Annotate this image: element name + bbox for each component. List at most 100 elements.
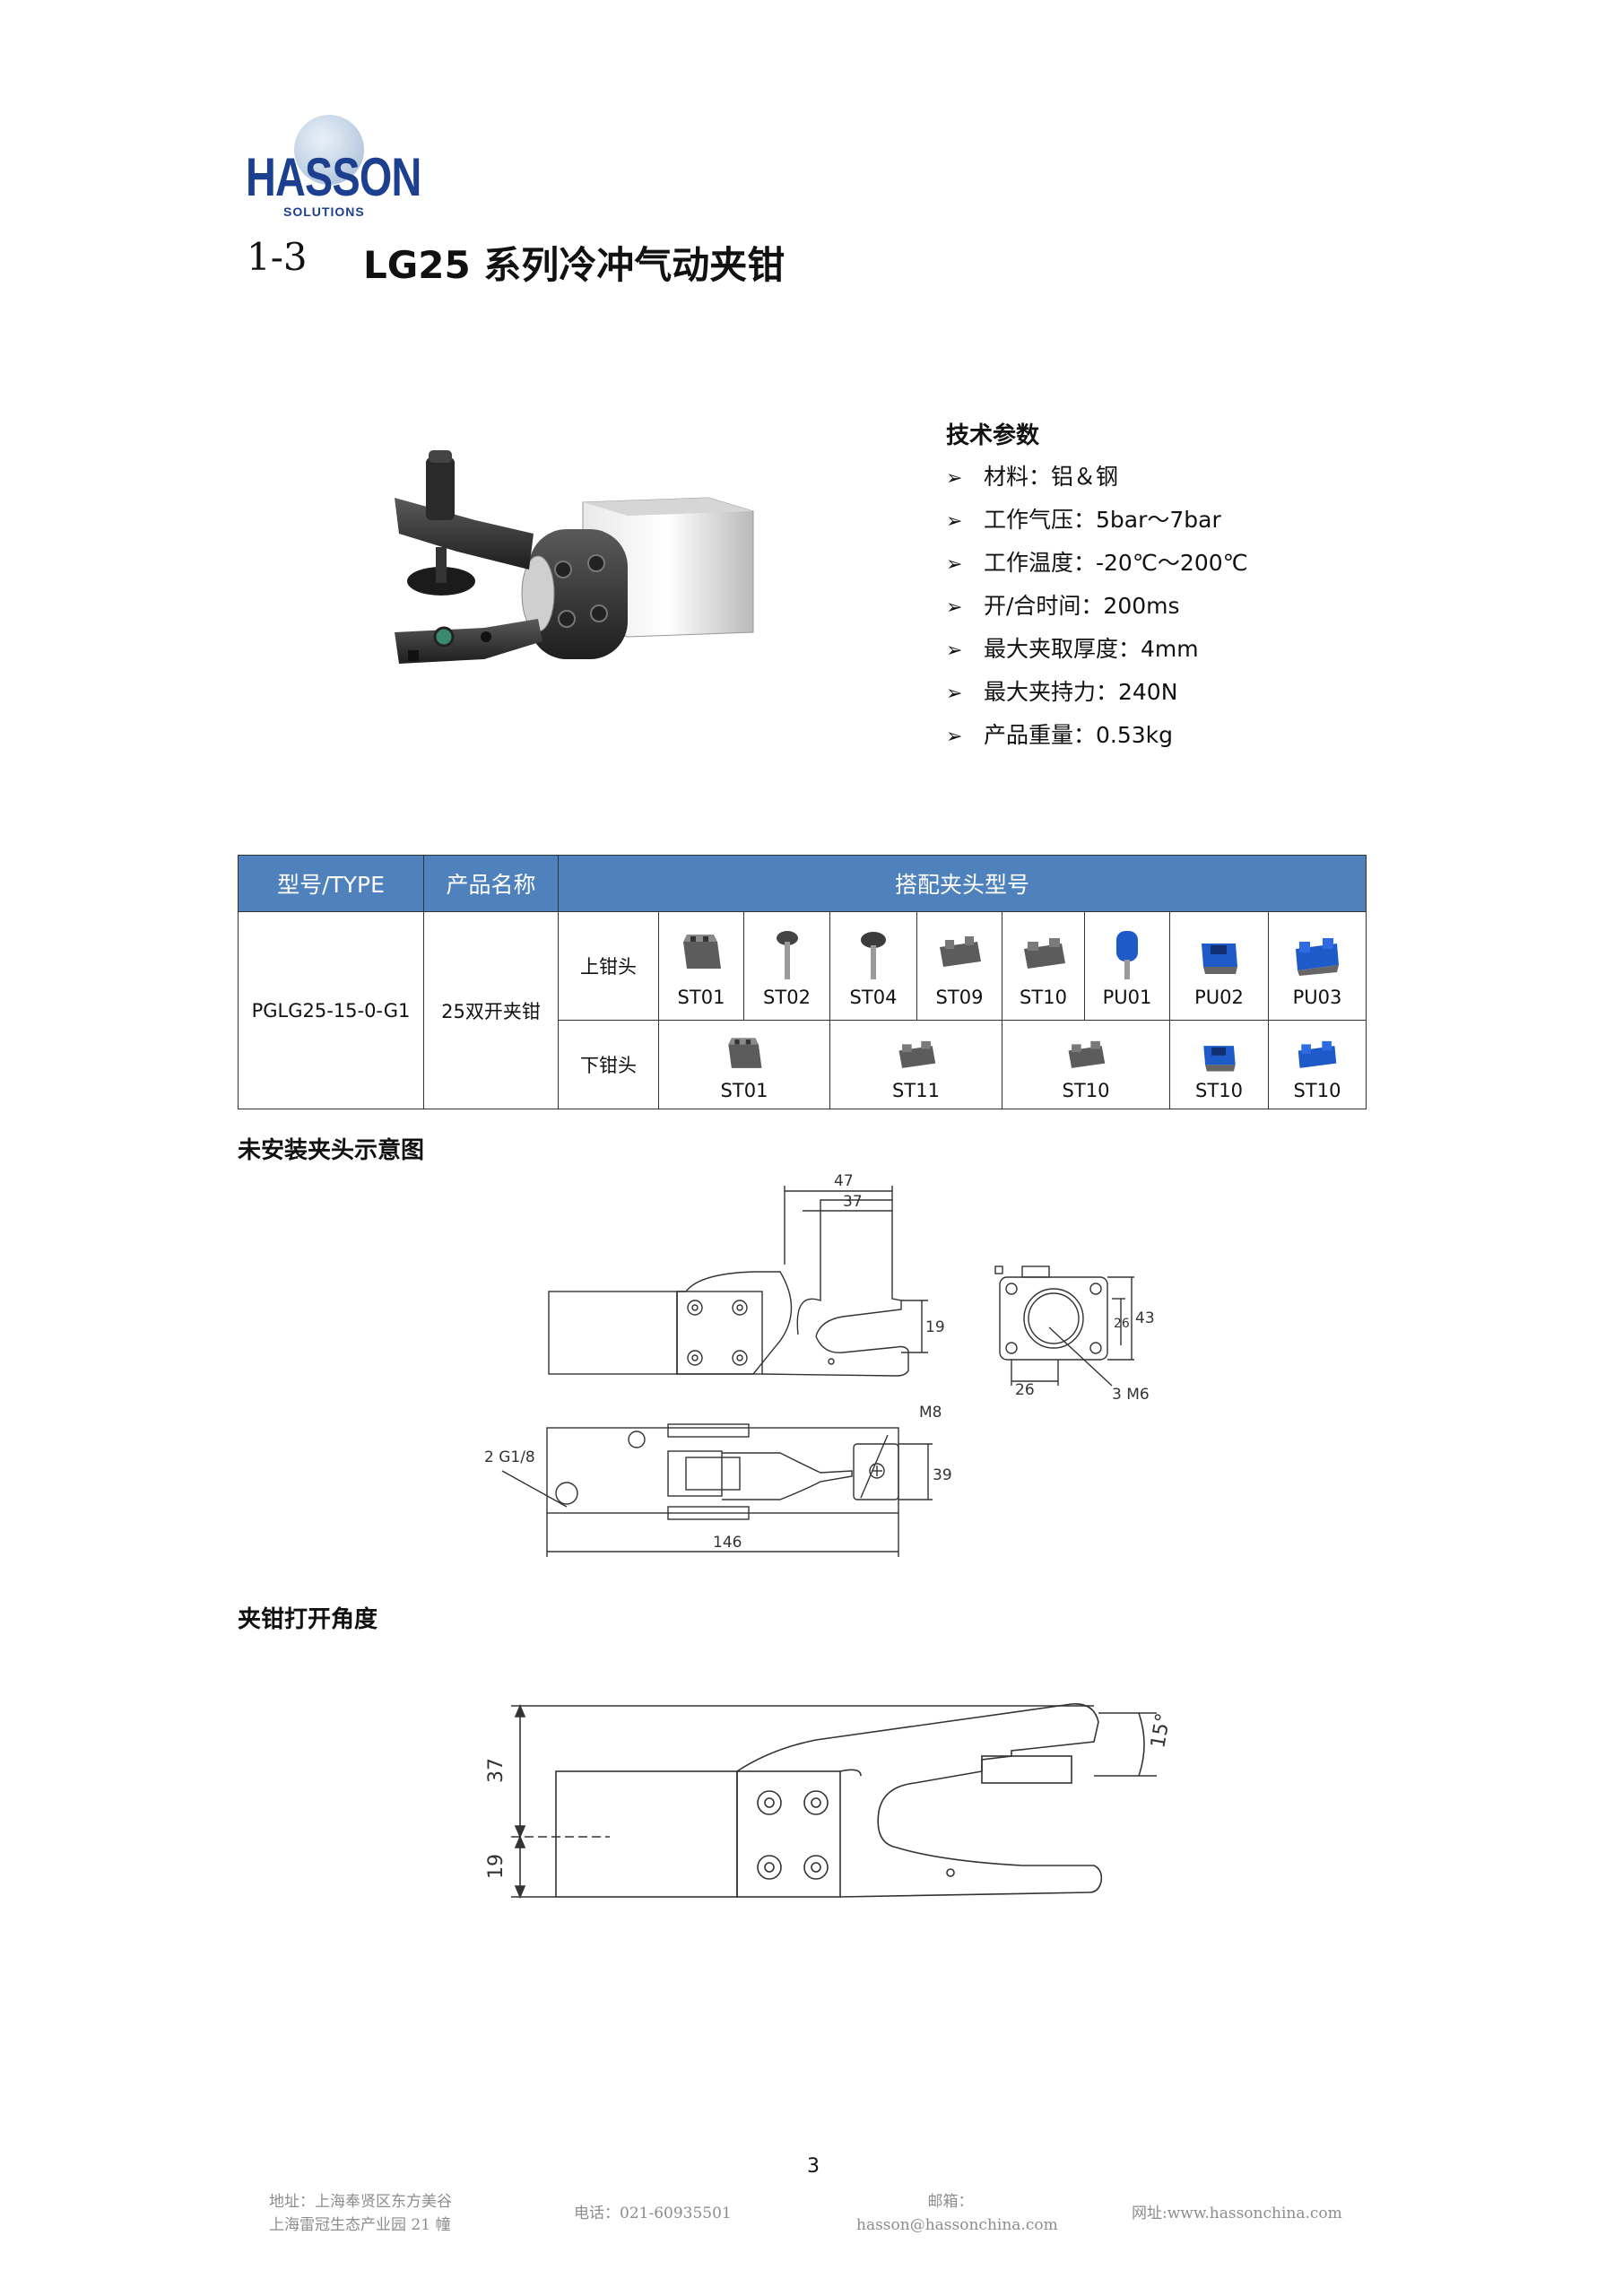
footer-phone: 电话：021-60935501 [574,2205,732,2222]
spec-text: 最大夹持力：240N [984,679,1178,705]
jaw-cell: ST04 [829,911,917,1021]
jaw-st10-blue-icon [1202,1046,1236,1072]
arrow-bullet-icon: ➢ [946,726,963,748]
section-number: 1-3 [247,235,308,279]
jaw-cell: ST10 [1169,1020,1269,1109]
spec-text: 产品重量：0.53kg [984,722,1174,748]
section-title: 未安装夹头示意图 [238,1137,425,1164]
jaw-label: ST10 [1195,1080,1243,1101]
jaw-label: ST10 [1293,1080,1341,1101]
address-line: 地址：上海奉贤区东方美谷 [269,2193,452,2211]
arrow-bullet-icon: ➢ [946,596,963,619]
dim-label: 146 [713,1534,742,1552]
page-number: 3 [807,2155,820,2178]
arrow-bullet-icon: ➢ [946,639,963,662]
table-header-row: 型号/TYPE 产品名称 搭配夹头型号 [238,855,1367,912]
spec-text: 最大夹取厚度：4mm [984,636,1199,662]
dim-label: 43 [1135,1309,1155,1327]
jaw-cell: PU02 [1169,911,1269,1021]
jaw-pu02-icon [1201,944,1237,974]
email-link[interactable]: hasson@hassonchina.com [856,2216,1058,2234]
dim-label: 26 [1114,1317,1130,1331]
jaw-st04-icon [861,932,886,979]
spec-item: ➢ 产品重量：0.53kg [946,718,1173,750]
dim-label: 19 [485,1854,508,1879]
footer-website[interactable]: 网址:www.hassonchina.com [1132,2205,1342,2222]
dim-label: 37 [843,1193,863,1211]
page-title: LG25 系列冷冲气动夹钳 [363,243,785,287]
spec-item: ➢ 最大夹取厚度：4mm [946,631,1199,664]
uninstalled-jaw-drawing: 47 37 19 43 26 26 3 M6 2 G1/8 M8 39 146 [484,1172,1155,1557]
jaw-pu03-icon [1296,938,1339,976]
jaw-label: ST10 [1020,987,1067,1008]
column-header: 产品名称 [423,855,559,912]
arrow-bullet-icon: ➢ [946,553,963,576]
dim-label: 37 [485,1758,508,1783]
jaw-cell: ST02 [743,911,830,1021]
email-label: 邮箱： [927,2193,974,2211]
jaw-label: PU03 [1292,987,1342,1008]
spec-text: 工作温度：-20℃～200℃ [984,550,1248,576]
logo-tagline: SOLUTIONS [283,204,365,219]
arrow-bullet-icon: ➢ [946,467,963,490]
globe-icon [294,115,364,185]
jaw-cell: ST11 [829,1020,1002,1109]
footer-email: 邮箱： hasson@hassonchina.com [856,2190,1058,2237]
arrow-bullet-icon: ➢ [946,510,963,533]
jaw-st10-blue-icon [1298,1040,1337,1068]
jaw-cell: ST09 [916,911,1002,1021]
jaw-cell: PU01 [1084,911,1170,1021]
spec-text: 开/合时间：200ms [984,593,1180,619]
jaw-label: PU01 [1102,987,1152,1008]
jaw-st09-icon [940,936,981,967]
jaw-label: ST09 [935,987,984,1008]
jaw-label: ST01 [720,1080,768,1101]
spec-item: ➢ 最大夹持力：240N [946,674,1177,707]
spec-text: 材料：铝＆钢 [984,464,1119,490]
dim-label: 39 [933,1466,952,1484]
specs-title: 技术参数 [946,422,1040,449]
table-row: PGLG25-15-0-G1 25双开夹钳 上钳头 ST01 ST02 ST04… [238,911,1367,1109]
jaw-st01-icon [683,935,721,969]
jaw-label: ST02 [763,987,811,1008]
arrow-bullet-icon: ➢ [946,683,963,705]
hasson-logo: HASSON SOLUTIONS [240,115,421,221]
jaw-cell: ST10 [1002,911,1085,1021]
footer-address: 地址：上海奉贤区东方美谷 上海雷冠生态产业园 21 幢 [269,2190,452,2237]
product-name-cell: 25双开夹钳 [423,911,559,1109]
jaw-pu01-icon [1116,931,1138,979]
lower-jaw-label: 下钳头 [558,1020,659,1109]
spec-item: ➢ 工作温度：-20℃～200℃ [946,545,1248,578]
spec-item: ➢ 开/合时间：200ms [946,588,1180,621]
jaw-opening-angle-drawing: 37 19 15° [485,1703,1176,1900]
dim-label: 3 M6 [1112,1386,1150,1404]
jaw-st10-icon [1068,1040,1106,1068]
dim-label: 26 [1015,1381,1035,1399]
jaw-label: ST10 [1062,1080,1110,1101]
logo-wordmark: HASSON [246,147,421,207]
dim-label: M8 [919,1404,942,1422]
jaw-label: ST11 [892,1080,940,1101]
jaw-st01-icon [728,1038,762,1068]
jaw-compatibility-table: 型号/TYPE 产品名称 搭配夹头型号 PGLG25-15-0-G1 25双开夹… [238,855,1367,1109]
address-line: 上海雷冠生态产业园 21 幢 [269,2216,451,2234]
table-row: 下钳头 ST01 ST11 ST10 ST10 ST10 [239,1020,1367,1109]
column-header: 搭配夹头型号 [558,855,1367,912]
jaw-st11-icon [898,1040,935,1068]
dim-label: 47 [834,1172,854,1190]
jaw-st10-icon [1023,938,1065,969]
dim-label: 19 [925,1318,945,1336]
jaw-label: ST04 [849,987,898,1008]
spec-text: 工作气压：5bar～7bar [984,507,1221,533]
jaw-label: ST01 [677,987,725,1008]
model-cell: PGLG25-15-0-G1 [238,911,424,1109]
jaw-cell: ST01 [658,1020,830,1109]
upper-jaw-label: 上钳头 [558,911,659,1021]
jaw-cell: ST10 [1002,1020,1170,1109]
dim-label: 15° [1147,1711,1175,1750]
column-header: 型号/TYPE [238,855,424,912]
jaw-st02-icon [776,931,798,979]
jaw-cell: ST10 [1268,1020,1367,1109]
spec-item: ➢ 材料：铝＆钢 [946,459,1118,491]
dim-label: 2 G1/8 [484,1448,535,1466]
